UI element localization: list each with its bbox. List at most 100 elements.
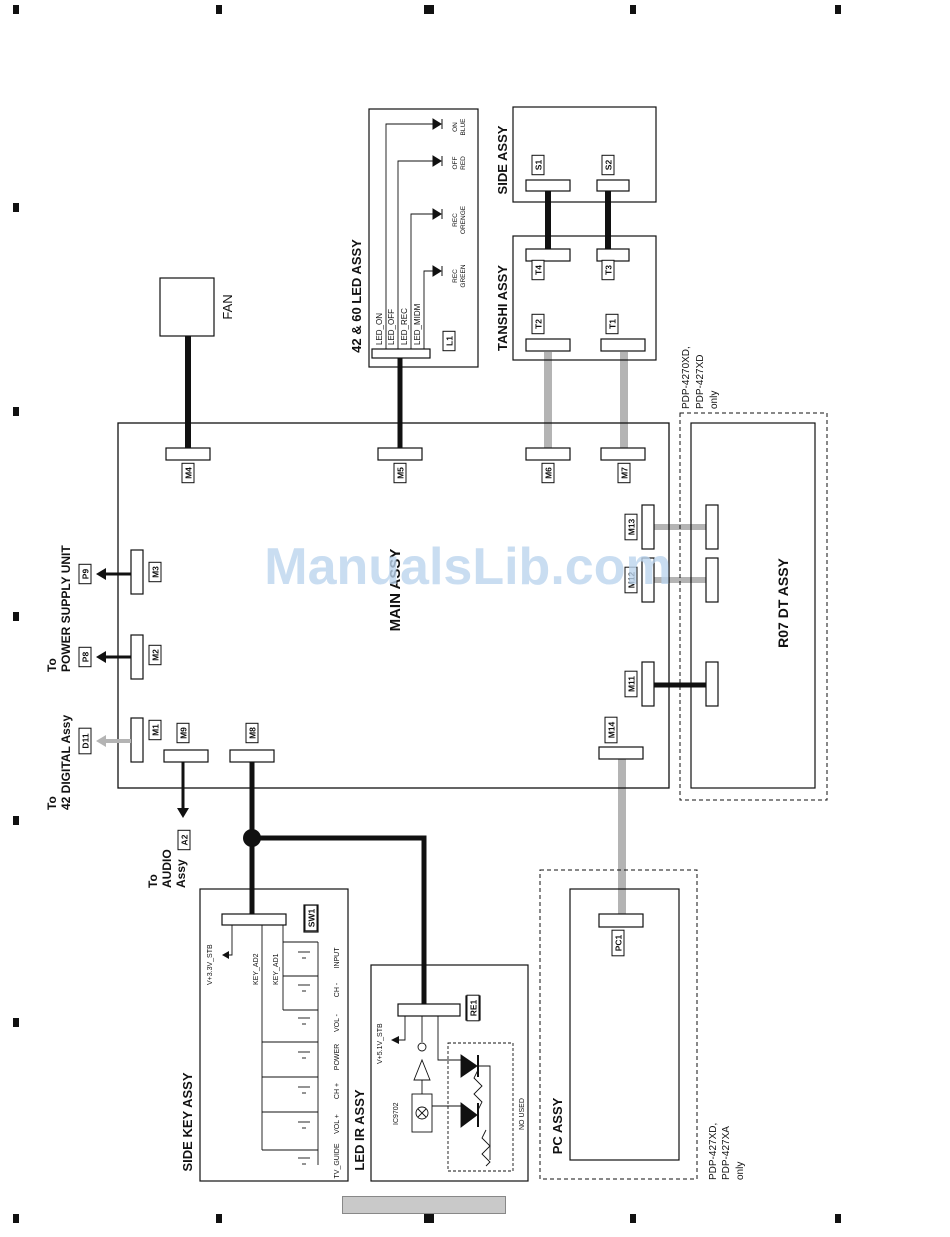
connector-tag-text: M8 [248,727,258,739]
connector-tag-m7: M7 [617,462,631,484]
pc-assy-label: PC ASSY [550,1097,565,1154]
connector-tag-t1: T1 [605,313,619,335]
connector-tag-text: M11 [627,676,637,692]
fan-box [159,277,215,337]
connector-tag-text: S1 [534,160,544,171]
r07-assy-box [690,422,816,789]
r07-conn-body [705,661,719,707]
connector-tag-m14: M14 [604,716,618,744]
r07-dashed-frame [679,412,828,801]
svg-text:PDP-427XD: PDP-427XD [695,355,706,409]
r07-assy-label: R07 DT ASSY [775,557,791,647]
ir-receiver-icon [417,1042,427,1052]
connector-tag-p9: P9 [78,563,92,585]
connector-tag-re1: RE1 [466,994,480,1022]
pc-dashed-frame [539,869,698,1180]
arrow-to-p9 [96,568,106,580]
connector-tag-sw1: SW1 [304,904,318,932]
conn-m11-body [641,661,655,707]
led-signal: LED_ON [375,313,384,345]
conn-m5-body [377,447,423,461]
key-switch-icon [298,1121,310,1129]
conn-m7-body [600,447,646,461]
led-ir-assy-label: LED IR ASSY [352,1089,367,1170]
key-switch-icon [298,1051,310,1059]
connector-tag-text: T1 [608,319,618,329]
key-label: CH + [334,1083,341,1099]
connector-tag-t4: T4 [531,259,545,281]
connector-tag-m12: M12 [624,566,638,594]
connector-tag-m5: M5 [393,462,407,484]
connector-tag-text: SW1 [307,909,317,928]
main-assy-box [117,422,670,789]
cable-m8-ledir [252,835,427,1004]
tanshi-assy-label: TANSHI ASSY [495,265,510,351]
led-ir-circuit [391,1016,514,1172]
side-key-circuit [222,925,319,1165]
resistor-icon [481,1129,491,1167]
led-diodes [432,118,443,277]
connector-tag-text: A2 [180,834,190,845]
led-ir-labels: V+5.1V_STB IC9702 NO USED [377,1023,526,1130]
fan-label: FAN [220,294,235,319]
main-assy-label: MAIN ASSY [387,549,404,632]
led-signal: LED_REC [400,308,409,345]
r07-conn-body [705,557,719,603]
key-switch-icon [298,984,310,992]
key-switch-icon [298,1017,310,1025]
connector-tag-text: M5 [396,467,406,479]
key-label: VOL - [334,1013,341,1032]
diode-icon [432,265,442,277]
conn-m3-body [130,549,144,595]
conn-t1-body [600,338,646,352]
ir-led-unused-frame [447,1042,514,1172]
conn-s2-body [596,179,630,192]
conn-t4-body [525,248,571,262]
watermark: ManualsLib.com [264,538,671,596]
side-key-assy-label: SIDE KEY ASSY [180,1072,195,1171]
key-switch-icon [298,1157,310,1165]
conn-t2-body [525,338,571,352]
svg-text:KEY_AD1: KEY_AD1 [273,953,280,985]
svg-text:GREEN: GREEN [460,264,467,287]
conn-m2-body [130,634,144,680]
connector-tag-text: L1 [445,336,455,346]
arrow-to-d11 [96,735,106,747]
ir-led-icon [460,1054,478,1078]
svg-text:RED: RED [460,156,467,170]
cables [185,191,706,1004]
svg-text:V+3.3V_STB: V+3.3V_STB [207,944,214,985]
connector-tag-m13: M13 [624,513,638,541]
connector-tag-m3: M3 [148,561,162,583]
connector-tag-text: M3 [151,566,161,578]
led60-assy-box [368,108,479,368]
svg-text:PDP-4270XD,: PDP-4270XD, [681,346,692,409]
connector-tag-text: M9 [179,727,189,739]
conn-m8-body [229,749,275,763]
connector-tag-m6: M6 [541,462,555,484]
audio-to-text: To [146,874,160,888]
connector-tag-m8: M8 [245,722,259,744]
svg-text:IC9702: IC9702 [393,1102,400,1125]
conn-m9-body [163,749,209,763]
connector-tag-m4: M4 [181,462,195,484]
connector-tag-text: T2 [534,319,544,329]
connector-tag-l1: L1 [442,330,456,352]
ir-led-icon [460,1102,478,1128]
side-key-labels: V+3.3V_STB KEY_AD2 KEY_AD1 INPUT CH - VO… [207,944,341,1179]
connector-tag-m9: M9 [176,722,190,744]
led-ir-assy-box [370,964,529,1182]
connector-tag-m11: M11 [624,670,638,698]
connector-tag-text: M4 [184,467,194,479]
connector-tag-text: D11 [81,733,91,748]
conn-s1-body [525,179,571,192]
key-switch-icon [298,951,310,959]
key-label: TV_GUIDE [334,1143,341,1178]
diode-icon [432,208,442,220]
connector-tag-a2: A2 [177,829,191,851]
led60-wires [385,123,433,349]
key-label: POWER [334,1044,341,1070]
conn-m12-body [641,557,655,603]
